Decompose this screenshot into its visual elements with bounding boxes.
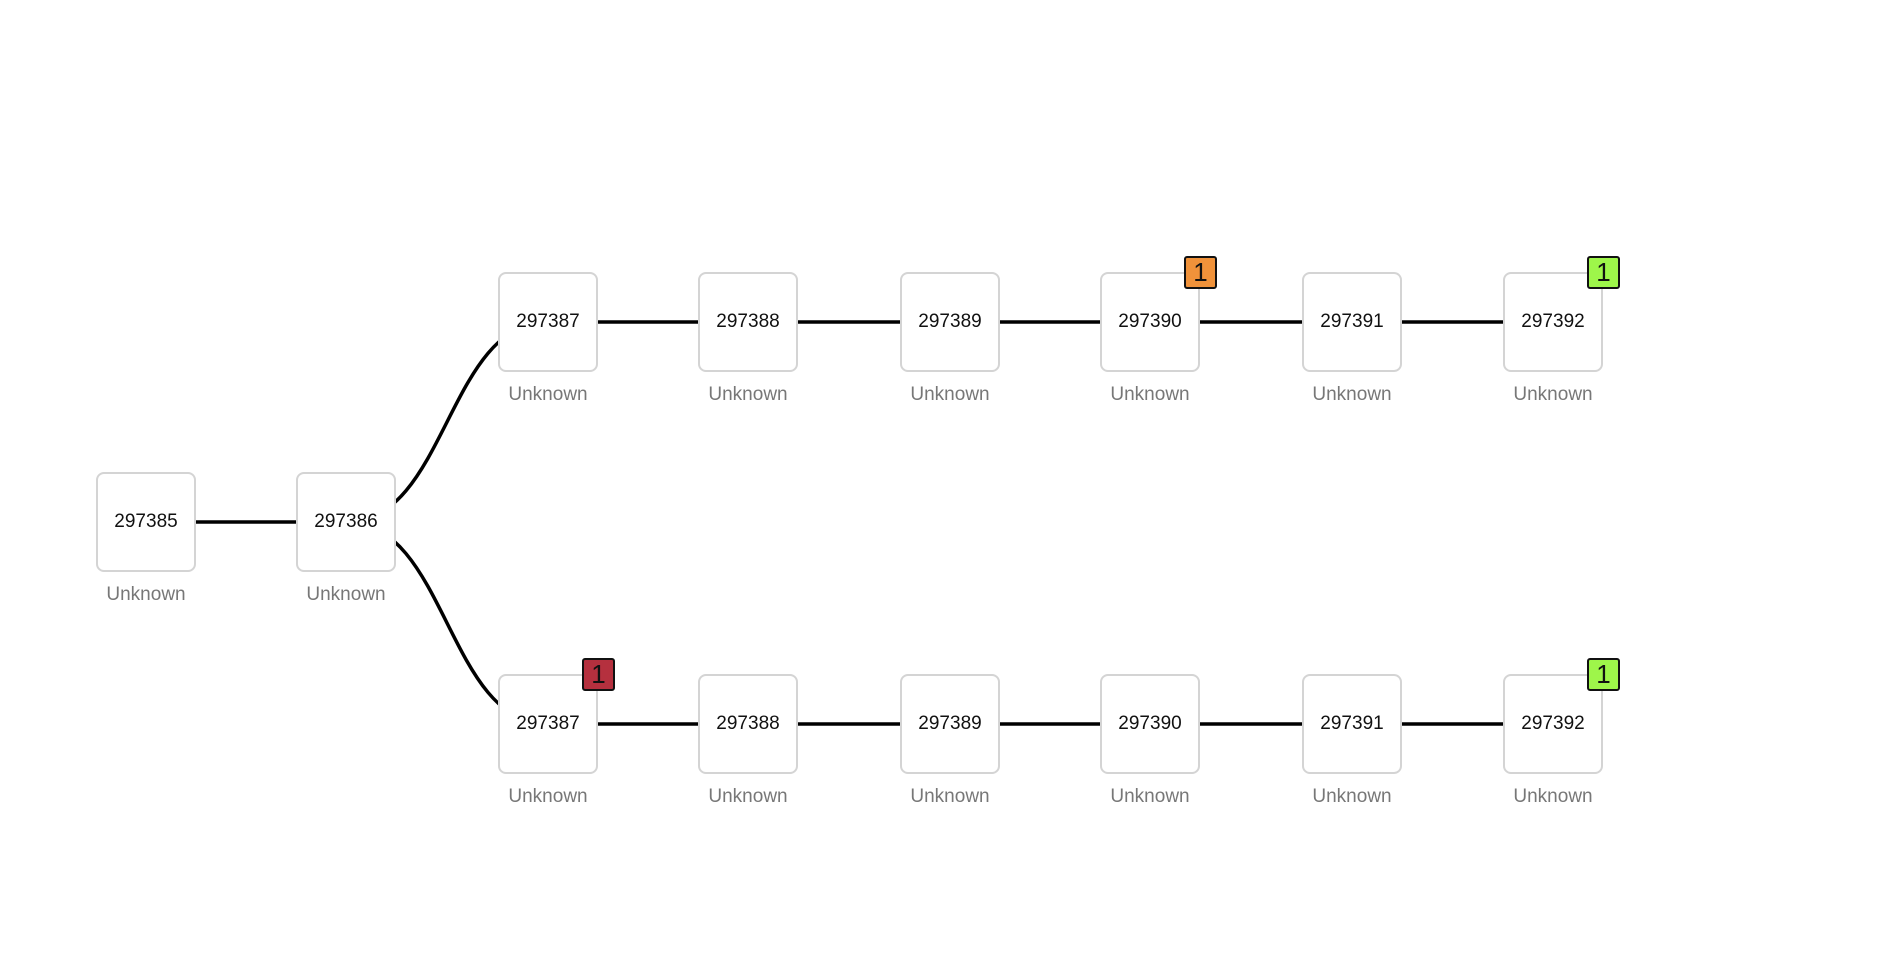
node-297391[interactable]: 297391 (1302, 674, 1402, 774)
node-status-label: Unknown (708, 384, 788, 405)
count-badge[interactable]: 1 (1587, 658, 1620, 691)
node-status-label: Unknown (508, 786, 588, 807)
node-297390[interactable]: 297390 (1100, 272, 1200, 372)
node-id: 297386 (314, 511, 378, 532)
node-id: 297391 (1320, 713, 1384, 734)
count-badge[interactable]: 1 (1184, 256, 1217, 289)
node-297388[interactable]: 297388 (698, 674, 798, 774)
node-id: 297388 (716, 311, 780, 332)
node-status-label: Unknown (1513, 786, 1593, 807)
node-status-label: Unknown (1110, 786, 1190, 807)
node-id: 297389 (918, 311, 982, 332)
node-297388[interactable]: 297388 (698, 272, 798, 372)
count-badge[interactable]: 1 (582, 658, 615, 691)
node-297391[interactable]: 297391 (1302, 272, 1402, 372)
node-status-label: Unknown (1312, 384, 1392, 405)
node-status-label: Unknown (1312, 786, 1392, 807)
node-status-label: Unknown (1513, 384, 1593, 405)
node-id: 297387 (516, 713, 580, 734)
node-id: 297389 (918, 713, 982, 734)
node-297389[interactable]: 297389 (900, 272, 1000, 372)
node-status-label: Unknown (910, 786, 990, 807)
node-297390[interactable]: 297390 (1100, 674, 1200, 774)
node-297392[interactable]: 297392 (1503, 674, 1603, 774)
node-297387[interactable]: 297387 (498, 272, 598, 372)
node-id: 297392 (1521, 713, 1585, 734)
node-status-label: Unknown (910, 384, 990, 405)
count-badge[interactable]: 1 (1587, 256, 1620, 289)
node-id: 297388 (716, 713, 780, 734)
node-id: 297385 (114, 511, 178, 532)
node-id: 297390 (1118, 311, 1182, 332)
node-297385[interactable]: 297385 (96, 472, 196, 572)
node-297389[interactable]: 297389 (900, 674, 1000, 774)
node-id: 297392 (1521, 311, 1585, 332)
node-status-label: Unknown (1110, 384, 1190, 405)
node-id: 297391 (1320, 311, 1384, 332)
node-status-label: Unknown (508, 384, 588, 405)
node-297386[interactable]: 297386 (296, 472, 396, 572)
node-status-label: Unknown (708, 786, 788, 807)
node-297387[interactable]: 297387 (498, 674, 598, 774)
node-297392[interactable]: 297392 (1503, 272, 1603, 372)
node-status-label: Unknown (106, 584, 186, 605)
node-id: 297390 (1118, 713, 1182, 734)
node-id: 297387 (516, 311, 580, 332)
node-status-label: Unknown (306, 584, 386, 605)
